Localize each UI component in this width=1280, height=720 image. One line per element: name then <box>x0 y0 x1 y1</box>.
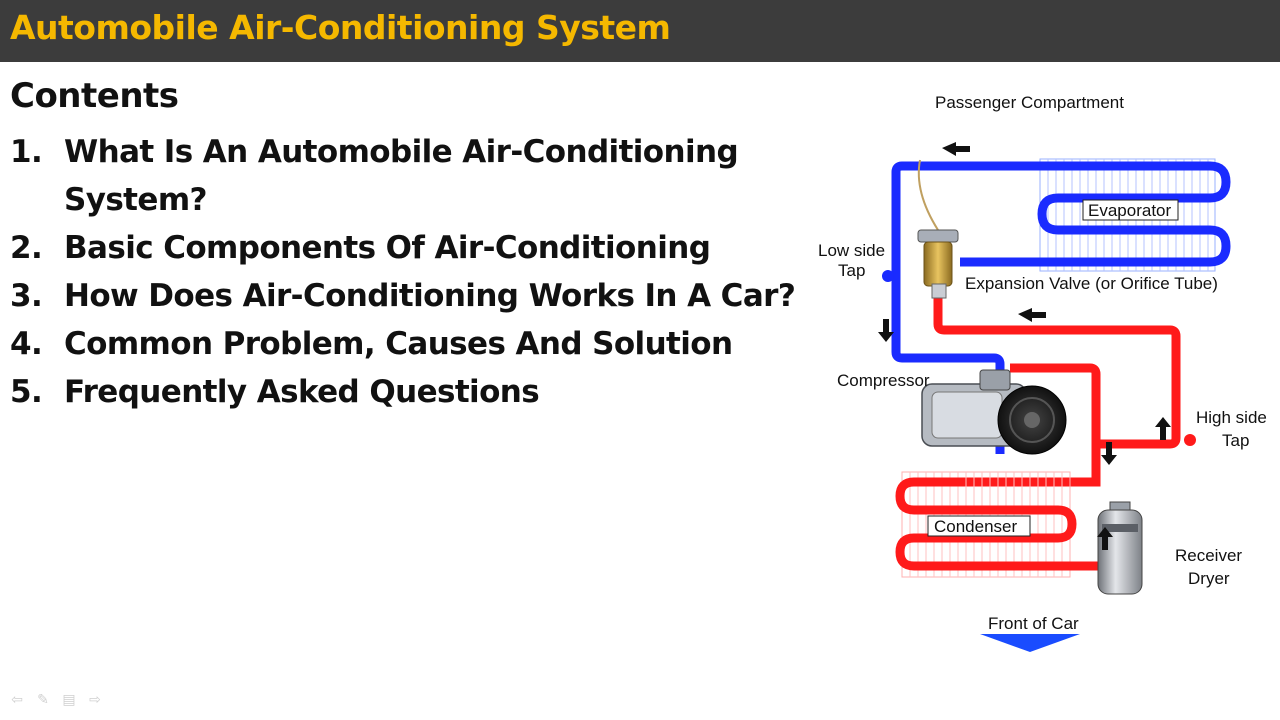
label-compressor: Compressor <box>837 371 930 390</box>
high-side-tap-port <box>1184 434 1196 446</box>
flow-arrow-left <box>1018 308 1046 322</box>
low-side-tap-port <box>882 270 894 282</box>
toc-item: 2. Basic Components Of Air-Conditioning <box>10 224 810 272</box>
toc-text: Basic Components Of Air-Conditioning <box>64 230 711 266</box>
label-receiver-dryer: Dryer <box>1188 569 1230 588</box>
toc-text: What Is An Automobile Air-Conditioning <box>64 134 739 170</box>
condenser-fin-lines <box>909 472 1063 577</box>
flow-arrow-down <box>878 319 894 342</box>
table-of-contents: 1. What Is An Automobile Air-Conditionin… <box>10 128 810 416</box>
contents-heading: Contents <box>10 76 179 116</box>
label-high-side-tap: High side <box>1196 408 1267 427</box>
slideshow-controls: ⇦ ✎ ▤ ⇨ <box>8 692 104 712</box>
title-bar: Automobile Air-Conditioning System <box>0 0 1280 62</box>
toc-item: 3. How Does Air-Conditioning Works In A … <box>10 272 810 320</box>
toc-item: 4. Common Problem, Causes And Solution <box>10 320 810 368</box>
front-of-car-arrow <box>980 634 1080 652</box>
label-evaporator: Evaporator <box>1088 201 1171 220</box>
ac-diagram-svg: Passenger Compartment Evaporator Low sid… <box>818 93 1267 652</box>
low-pressure-line <box>891 161 1210 454</box>
condenser-coil <box>895 477 1131 571</box>
condenser-label-box <box>927 515 1031 537</box>
toc-number: 1. <box>10 134 43 170</box>
toc-text: System? <box>64 182 208 218</box>
toc-number: 5. <box>10 374 43 410</box>
label-passenger-compartment: Passenger Compartment <box>935 93 1124 112</box>
label-high-side-tap: Tap <box>1222 431 1249 450</box>
evaporator-coil <box>960 161 1231 267</box>
label-low-side-tap: Low side <box>818 241 885 260</box>
ac-system-diagram: Passenger Compartment Evaporator Low sid… <box>810 62 1280 682</box>
next-slide-icon[interactable]: ⇨ <box>89 692 101 708</box>
label-receiver-dryer: Receiver <box>1175 546 1242 565</box>
toc-text: Common Problem, Causes And Solution <box>64 326 733 362</box>
toc-number: 2. <box>10 230 43 266</box>
toc-text: How Does Air-Conditioning Works In A Car… <box>64 278 796 314</box>
label-condenser: Condenser <box>934 517 1018 536</box>
flow-arrow-left <box>942 142 970 156</box>
slide-title: Automobile Air-Conditioning System <box>10 8 671 47</box>
high-pressure-line-upper <box>933 294 1181 449</box>
receiver-dryer <box>1097 501 1143 595</box>
compressor-discharge-line <box>960 363 1101 487</box>
flow-arrow-up <box>1155 417 1171 440</box>
toc-text: Frequently Asked Questions <box>64 374 540 410</box>
toc-item: 1. What Is An Automobile Air-Conditionin… <box>10 128 810 224</box>
toc-number: 3. <box>10 278 43 314</box>
label-expansion-valve: Expansion Valve (or Orifice Tube) <box>965 274 1218 293</box>
toc-number: 4. <box>10 326 43 362</box>
evaporator-label-box <box>1082 199 1179 221</box>
toc-item: 5. Frequently Asked Questions <box>10 368 810 416</box>
label-front-of-car: Front of Car <box>988 614 1079 633</box>
flow-arrow-up <box>1097 527 1113 550</box>
expansion-valve <box>917 159 959 299</box>
flow-arrow-down <box>1101 442 1117 465</box>
previous-slide-icon[interactable]: ⇦ <box>11 692 23 708</box>
menu-icon[interactable]: ▤ <box>62 692 76 708</box>
compressor <box>921 369 1067 455</box>
pen-icon[interactable]: ✎ <box>37 692 49 708</box>
label-low-side-tap: Tap <box>838 261 865 280</box>
